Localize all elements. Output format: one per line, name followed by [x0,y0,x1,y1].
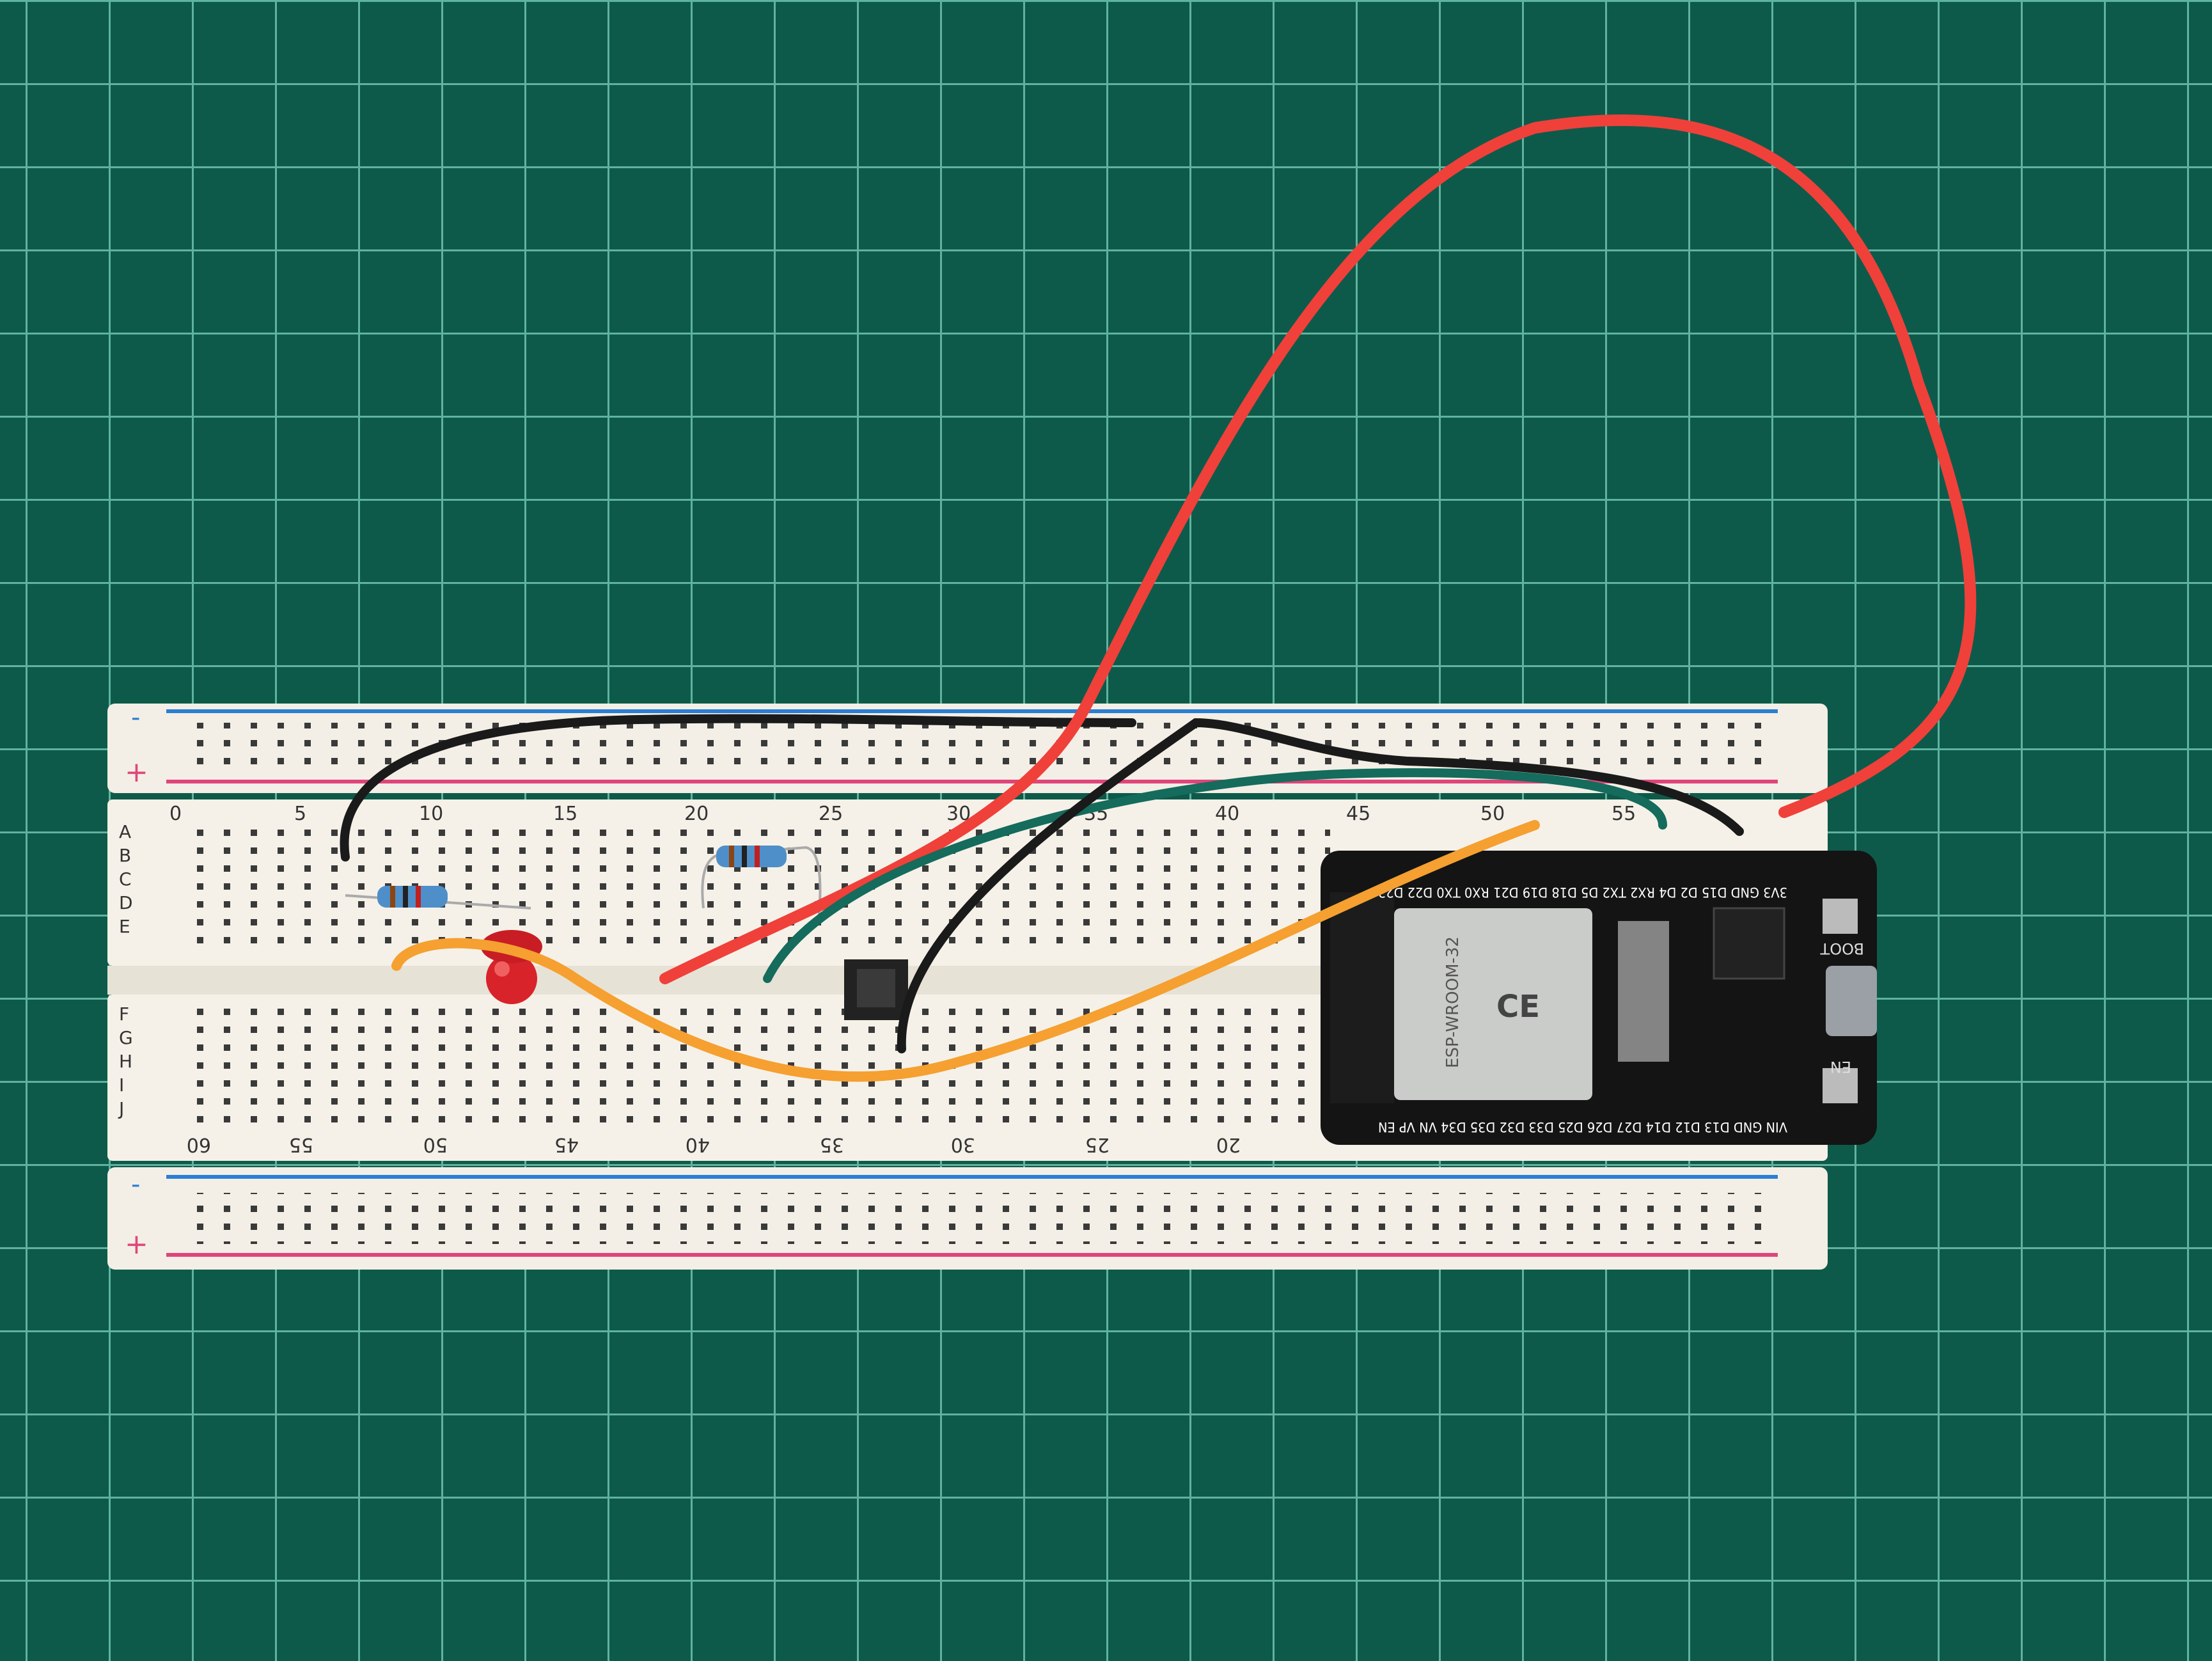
row-letter: G [119,1027,133,1048]
usb-port [1826,966,1877,1036]
row-letter: E [119,916,130,937]
wires [340,114,1977,1082]
wire-red-loop [659,114,1977,984]
rail-plus-bottom: + [125,1228,148,1261]
chip [1713,907,1785,980]
col-num: 60 [187,1133,211,1156]
en-label: EN [1830,1058,1851,1076]
resistor-right [701,846,822,922]
row-letter: A [119,821,131,842]
en-button[interactable] [1823,1068,1858,1103]
row-letter: C [119,869,132,890]
row-letter: I [119,1075,124,1096]
col-num: 50 [1480,803,1505,825]
resistor-left [345,886,531,909]
wire-black-long [340,714,1136,862]
esp32-board: ESP-WROOM-32 CE BOOT EN 3V3 GND D15 D2 D… [1321,851,1877,1145]
wire-black-short [897,718,1744,1053]
col-num: 20 [684,803,709,825]
col-num: 55 [289,1133,313,1156]
col-num: 35 [820,1133,844,1156]
col-num: 25 [819,803,843,825]
esp32-module [1394,908,1592,1100]
module-label: ESP-WROOM-32 [1443,936,1463,1068]
push-button [844,959,908,1020]
col-num: 25 [1085,1133,1110,1156]
col-num: 10 [419,803,443,825]
row-letter: J [118,1098,124,1119]
pin-labels-bottom: VIN GND D13 D12 D14 D27 D26 D25 D33 D32 … [1378,1119,1787,1135]
col-num: 55 [1612,803,1636,825]
col-num: 5 [294,803,306,825]
col-num: 45 [1346,803,1370,825]
rail-plus-top: + [125,756,148,789]
row-letters: A B C D E F G H I J [118,821,133,1119]
rail-minus-top: - [131,703,140,732]
col-num: 0 [169,803,182,825]
boot-button[interactable] [1823,899,1858,934]
col-num: 50 [423,1133,448,1156]
col-num: 40 [686,1133,710,1156]
row-letter: D [119,892,133,913]
ce-mark: CE [1496,989,1540,1025]
wire-orange [391,820,1540,1082]
bottom-column-numbers: 60 55 50 45 40 35 30 25 20 [187,1133,1241,1156]
wire-green [763,768,1667,983]
col-num: 40 [1215,803,1239,825]
col-num: 15 [553,803,577,825]
col-num: 45 [554,1133,579,1156]
row-letter: H [119,1051,132,1072]
row-letter: B [119,845,131,866]
row-letter: F [119,1004,129,1025]
col-num: 20 [1216,1133,1241,1156]
rail-minus-bottom: - [131,1170,140,1199]
boot-label: BOOT [1820,940,1864,957]
pin-labels-top: 3V3 GND D15 D2 D4 RX2 TX2 D5 D18 D19 D21… [1378,885,1787,900]
col-num: 30 [951,1133,975,1156]
